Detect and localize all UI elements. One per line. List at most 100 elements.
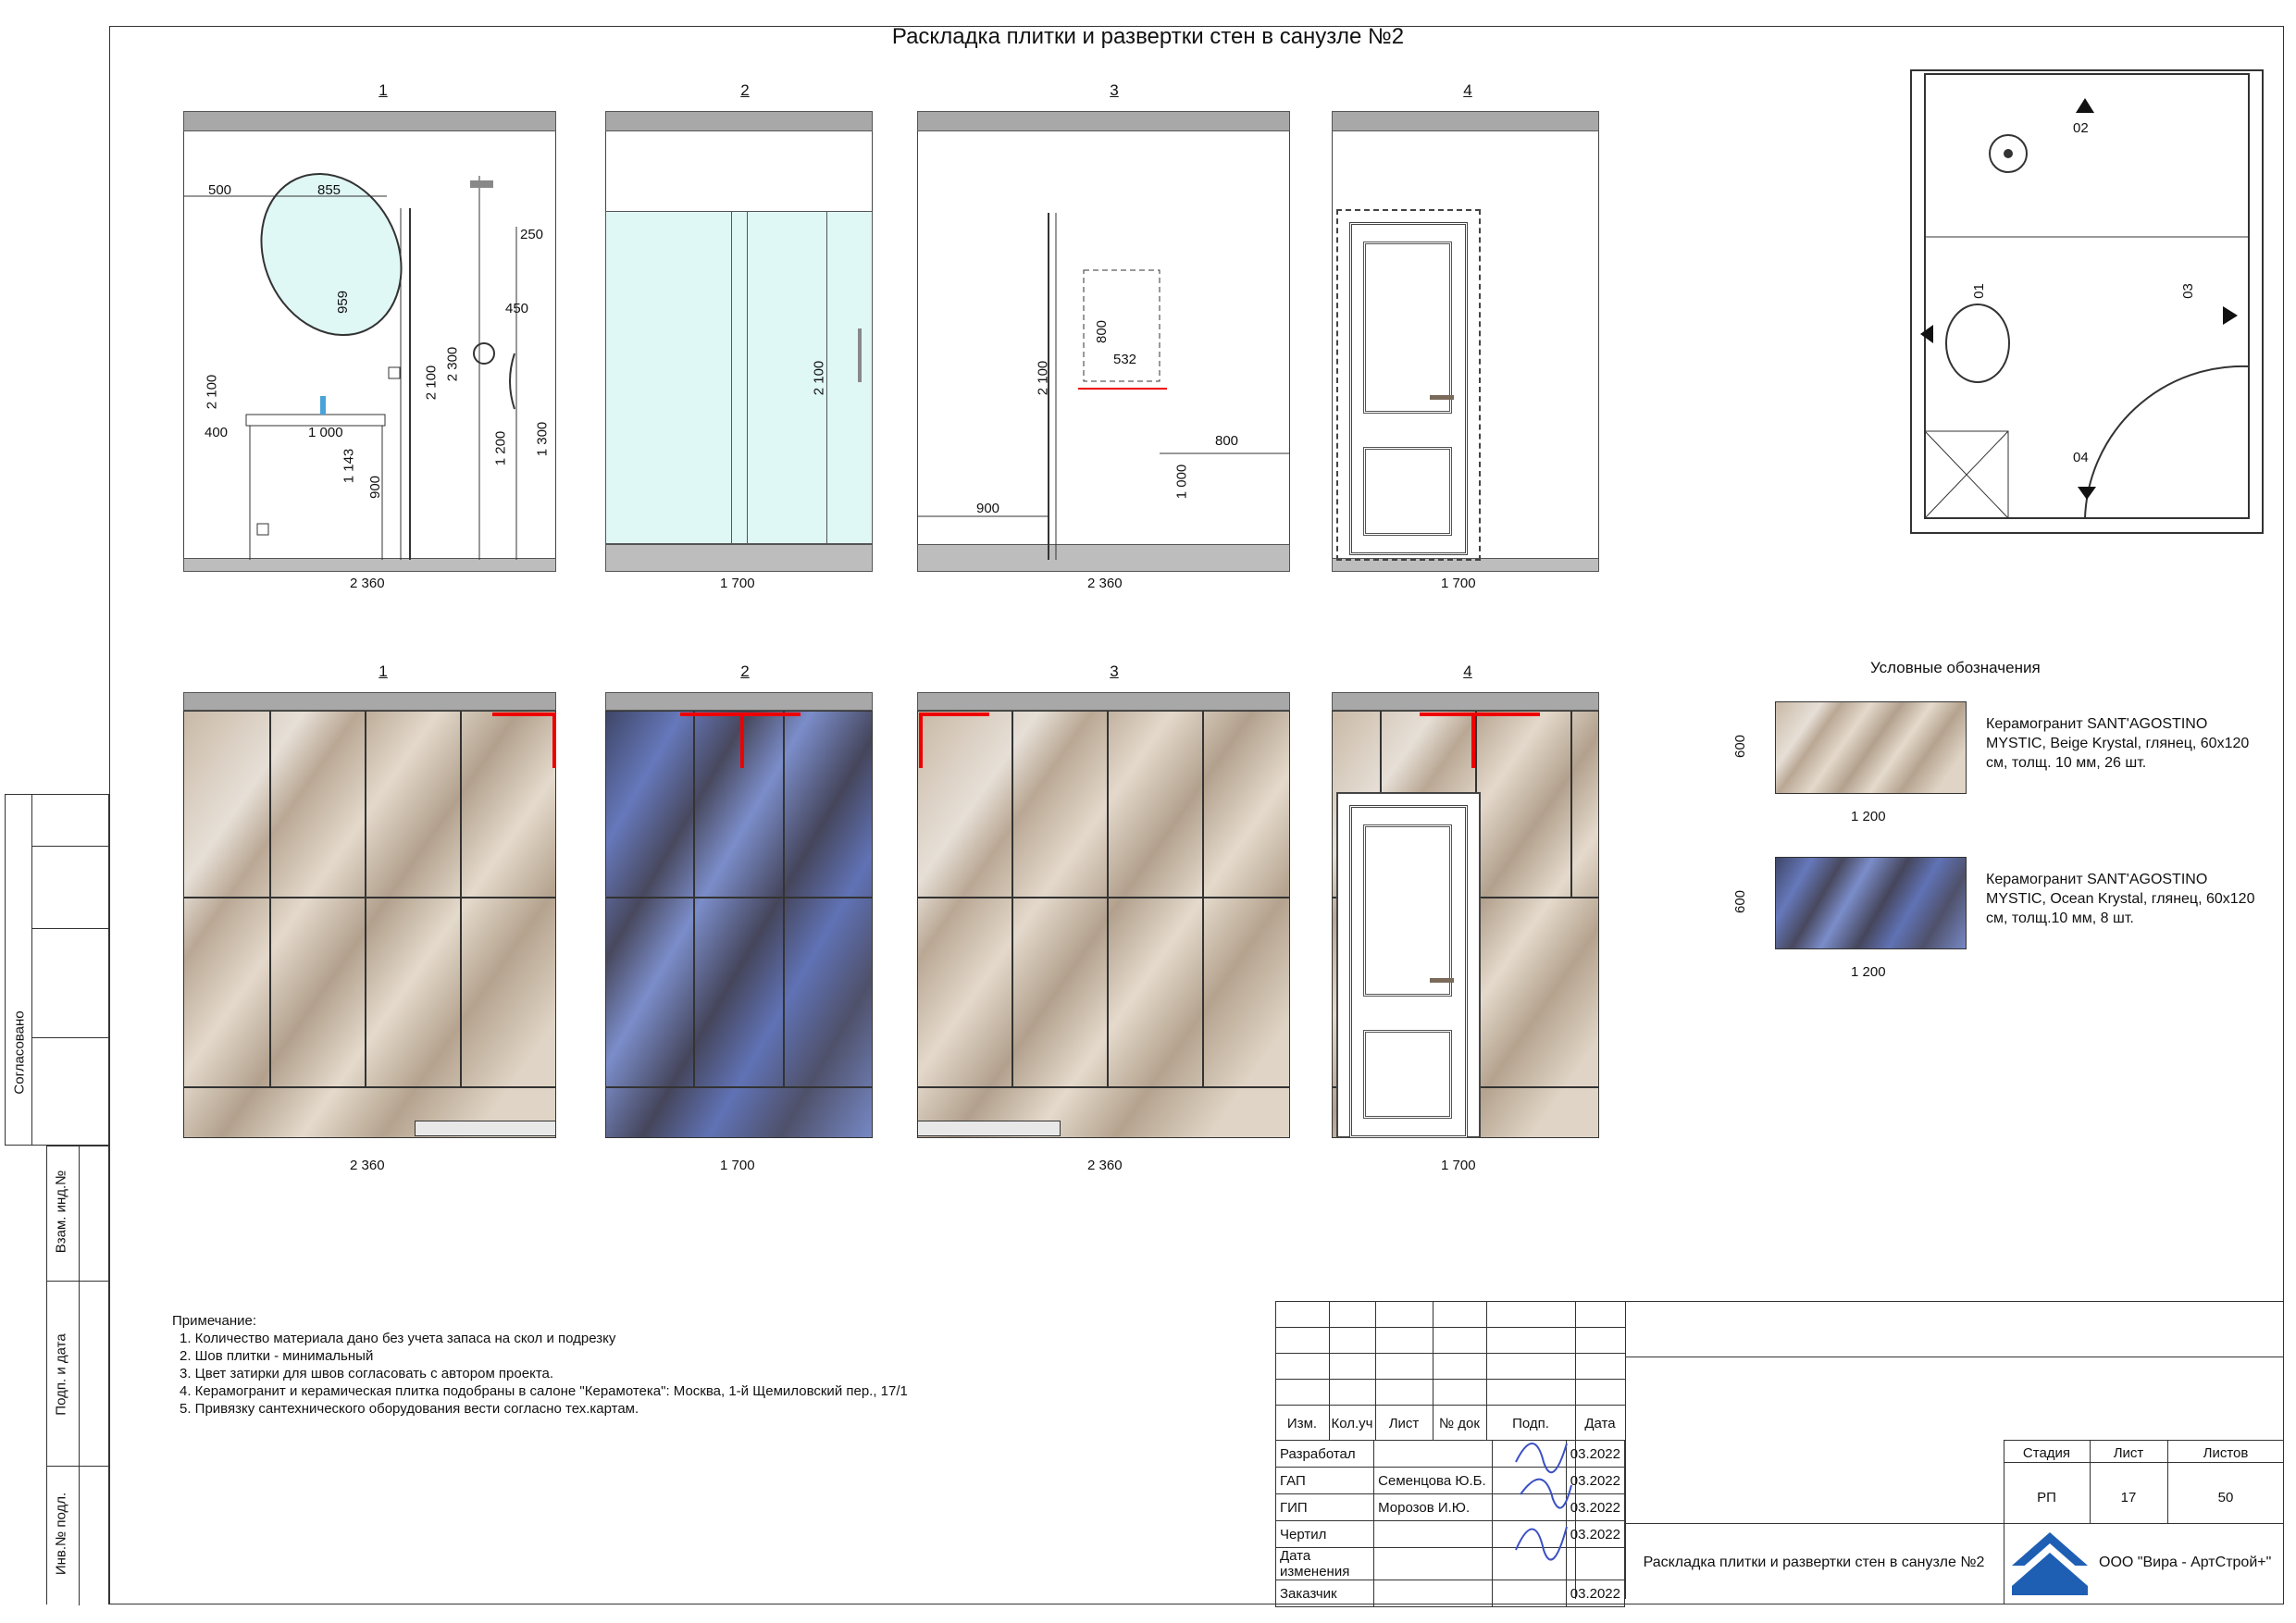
tile-panel-number-1: 1 — [379, 663, 388, 680]
door-frame — [1336, 209, 1481, 561]
page-title: Раскладка плитки и развертки стен в сану… — [891, 24, 1405, 49]
floor-1 — [183, 558, 556, 572]
dim-900: 900 — [367, 475, 384, 500]
tile-panel-number-3: 3 — [1110, 663, 1119, 680]
dim-2300: 2 300 — [444, 346, 461, 382]
floor-3 — [917, 544, 1290, 572]
plan-label-03: 03 — [2179, 283, 2196, 299]
tile-panel-4-width: 1 700 — [1441, 1158, 1476, 1173]
legend-swatch-beige — [1775, 701, 1967, 794]
note-5: 5. Привязку сантехнического оборудования… — [180, 1401, 639, 1417]
side-approval-box: Согласовано — [5, 794, 110, 1146]
tile-wall-3 — [917, 711, 1290, 1138]
side-agreed: Согласовано — [11, 1010, 28, 1095]
notes: Примечание: 1. Количество материала дано… — [172, 1312, 908, 1418]
plan-label-04: 04 — [2073, 450, 2089, 465]
tile-panel-2-width: 1 700 — [720, 1158, 755, 1173]
mirror — [260, 172, 403, 337]
dim-2100-b: 2 100 — [423, 365, 440, 401]
dim-450: 450 — [505, 301, 529, 316]
sheets-value: 50 — [2217, 1490, 2234, 1505]
dim-1300: 1 300 — [534, 421, 551, 457]
dim-1000-p3: 1 000 — [1173, 464, 1190, 500]
floor-2 — [605, 544, 873, 572]
company-logo — [2012, 1532, 2088, 1595]
tile-wall-1 — [183, 711, 556, 1138]
start-arrow-1-v — [552, 712, 556, 768]
panel-number-4: 4 — [1463, 81, 1472, 99]
note-4: 4. Керамогранит и керамическая плитка по… — [180, 1383, 908, 1399]
dim-900-p3: 900 — [976, 501, 1000, 516]
panel-1-width: 2 360 — [350, 576, 385, 591]
glass-partition — [605, 211, 873, 544]
legend-2-width: 1 200 — [1851, 964, 1886, 980]
tile-door — [1349, 805, 1468, 1138]
ceiling-1 — [183, 111, 556, 131]
tile-panel-number-4: 4 — [1463, 663, 1472, 680]
glass-door-edge — [826, 211, 827, 544]
notes-header: Примечание: — [172, 1313, 256, 1329]
legend-swatch-ocean — [1775, 857, 1967, 949]
door-handle — [858, 328, 862, 382]
start-arrow-4 — [1420, 712, 1540, 716]
dim-1200: 1 200 — [492, 430, 509, 466]
tile-panel-number-2: 2 — [740, 663, 750, 680]
door — [1349, 222, 1468, 555]
start-arrow-2-v — [740, 712, 744, 768]
ceiling-2 — [605, 111, 873, 131]
side-vzam: Взам. инд.№ — [53, 1170, 69, 1254]
dim-1000: 1 000 — [308, 425, 343, 440]
tile-ceiling-3 — [917, 692, 1290, 711]
elevation-1-drawing — [183, 172, 517, 560]
dim-250: 250 — [520, 227, 544, 242]
note-2: 2. Шов плитки - минимальный — [180, 1348, 374, 1364]
glass-frame — [731, 211, 748, 544]
elevation-3 — [917, 111, 1290, 572]
floor-plan — [1910, 69, 2264, 534]
tile-ceiling-1 — [183, 692, 556, 711]
side-podp: Подп. и дата — [53, 1333, 69, 1416]
dim-2100-a: 2 100 — [204, 374, 220, 410]
dim-2100-p3: 2 100 — [1035, 360, 1051, 396]
start-arrow-4-v — [1471, 712, 1475, 768]
tile-ceiling-4 — [1332, 692, 1599, 711]
sheet-header: Лист — [2113, 1445, 2144, 1461]
tile-panel-3-width: 2 360 — [1087, 1158, 1123, 1173]
panel-2-width: 1 700 — [720, 576, 755, 591]
panel-number-3: 3 — [1110, 81, 1119, 99]
start-arrow-3 — [919, 712, 989, 716]
legend-1-width: 1 200 — [1851, 809, 1886, 824]
ceiling-4 — [1332, 111, 1599, 131]
dim-1143: 1 143 — [341, 448, 357, 484]
note-1: 1. Количество материала дано без учета з… — [180, 1331, 616, 1346]
dim-532: 532 — [1113, 352, 1137, 367]
sheet-value: 17 — [2120, 1490, 2137, 1505]
tile-wall-2 — [605, 711, 873, 1138]
dim-959: 959 — [335, 290, 352, 315]
signature-scribbles — [1515, 1443, 1572, 1561]
tile-panel-1-width: 2 360 — [350, 1158, 385, 1173]
panel-number-2: 2 — [740, 81, 750, 99]
side-inv: Инв.№ подл. — [53, 1492, 69, 1576]
company-name: ООО "Вира - АртСтрой+" — [2099, 1555, 2272, 1570]
side-stamp-box: Взам. инд.№ Подп. и дата Инв.№ подл. — [46, 1146, 110, 1605]
dim-2100-p2: 2 100 — [811, 360, 827, 396]
note-3: 3. Цвет затирки для швов согласовать с а… — [180, 1366, 554, 1381]
tile-ceiling-2 — [605, 692, 873, 711]
sheets-header: Листов — [2203, 1445, 2249, 1461]
dim-500: 500 — [208, 182, 232, 198]
legend-2-height: 600 — [1732, 889, 1749, 914]
plan-label-02: 02 — [2073, 120, 2089, 136]
dim-400: 400 — [205, 425, 229, 440]
drawing-frame — [109, 26, 2284, 1604]
tile-grid-3 — [917, 711, 1290, 1138]
plan-label-01: 01 — [1970, 283, 1987, 299]
elevation-3-drawing — [917, 213, 1290, 560]
revision-headers: Изм. Кол.уч Лист № док Подп. Дата — [1286, 1416, 1616, 1431]
document-title: Раскладка плитки и развертки стен в сану… — [1643, 1555, 1985, 1570]
ceiling-3 — [917, 111, 1290, 131]
panel-number-1: 1 — [379, 81, 388, 99]
tile-grid-2 — [605, 711, 873, 1138]
